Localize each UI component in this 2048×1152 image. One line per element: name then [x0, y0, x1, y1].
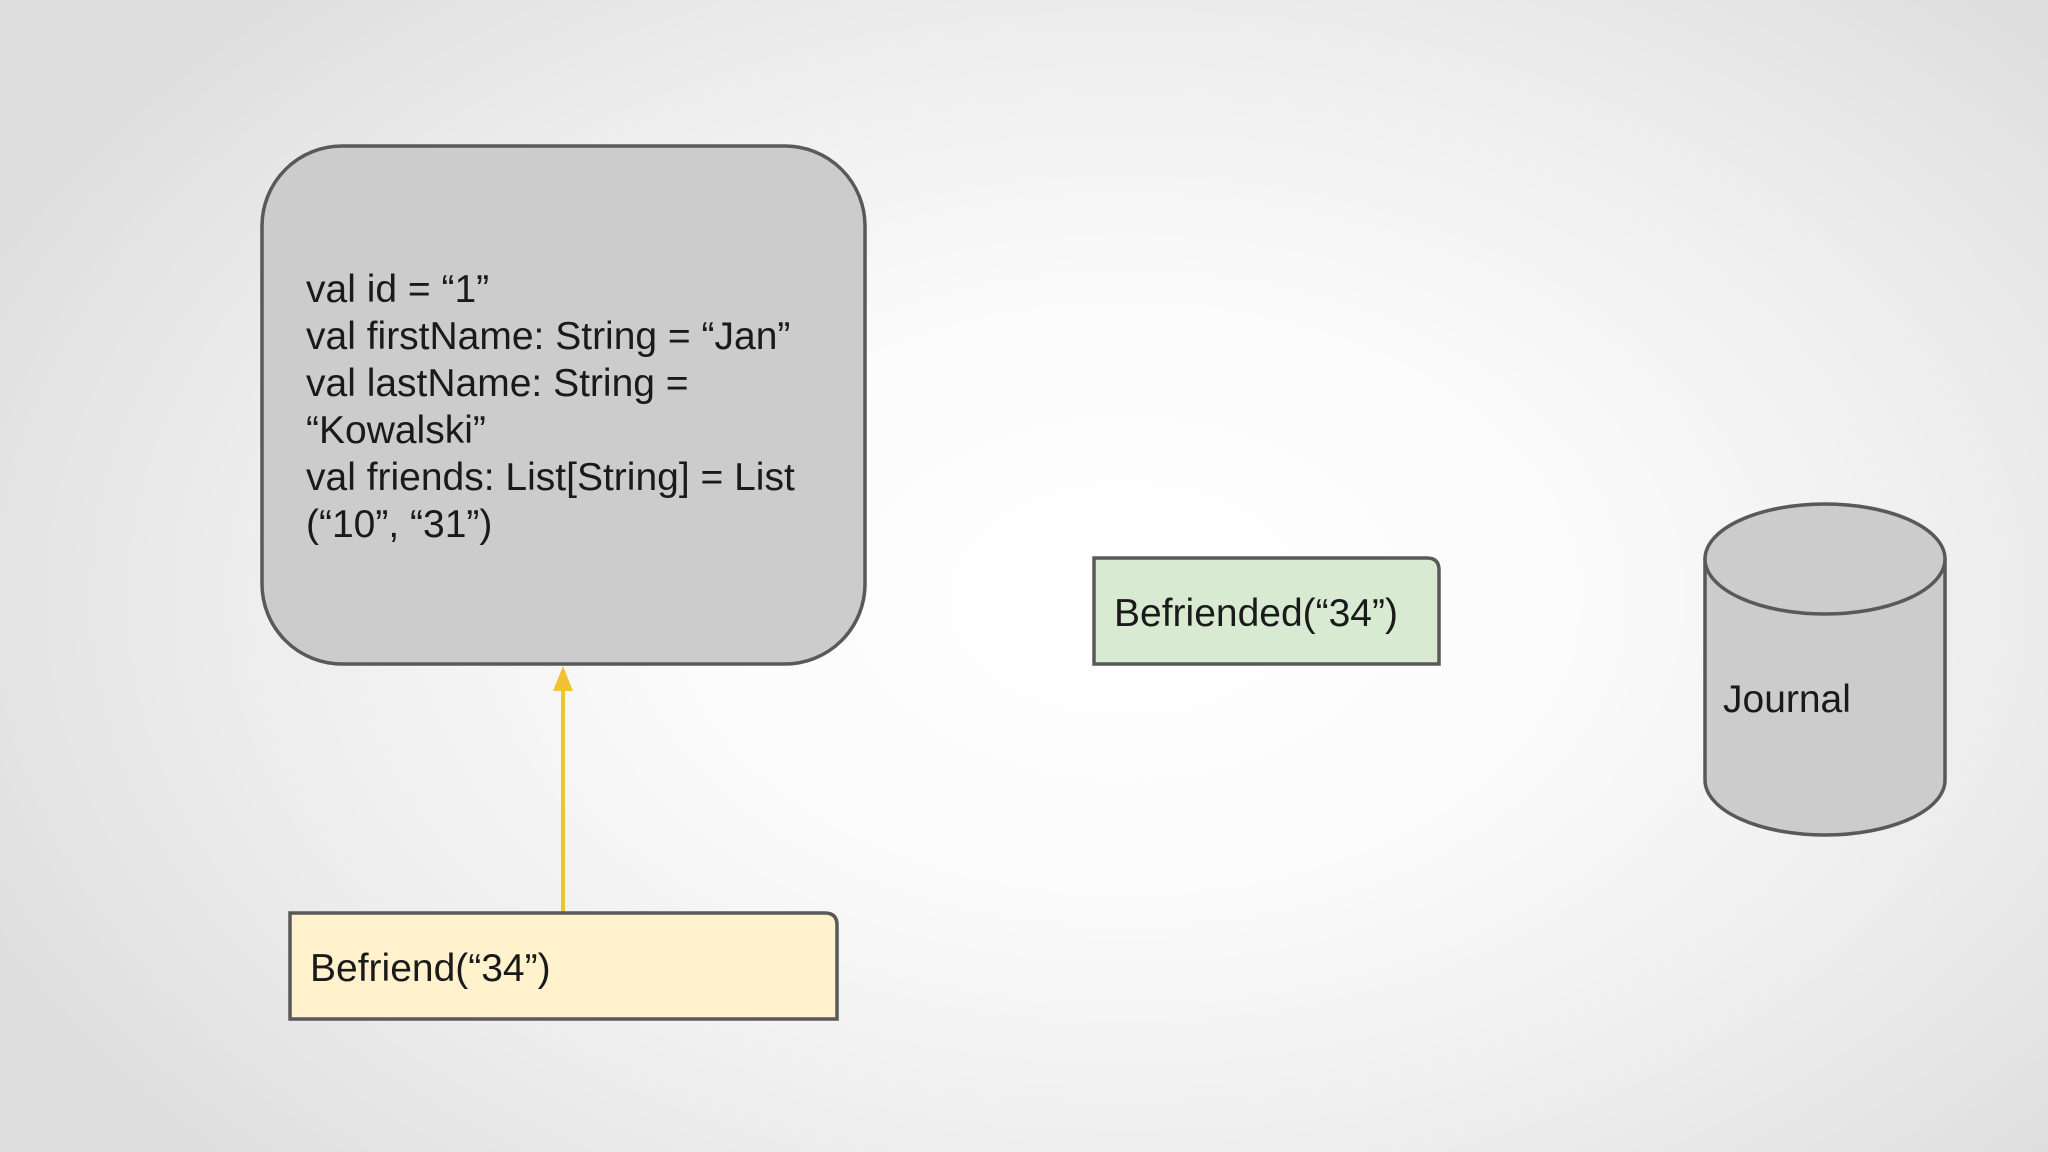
journal-label: Journal	[1723, 678, 1851, 721]
state-line-friends: val friends: List[String] = List	[306, 456, 795, 499]
state-line-firstname: val firstName: String = “Jan”	[306, 315, 790, 358]
command-box	[288, 911, 839, 1021]
actor-state-node: val id = “1” val firstName: String = “Ja…	[260, 144, 867, 666]
event-box	[1092, 556, 1441, 666]
state-line-friends-value: (“10”, “31”)	[306, 503, 492, 546]
journal-cylinder-top	[1703, 502, 1947, 616]
command-label: Befriend(“34”)	[310, 947, 551, 990]
journal-node: Journal	[1703, 502, 1947, 837]
event-node: Befriended(“34”)	[1092, 556, 1441, 666]
event-label: Befriended(“34”)	[1114, 592, 1398, 635]
command-node: Befriend(“34”)	[288, 911, 839, 1021]
arrow-head	[553, 666, 573, 691]
state-line-lastname: val lastName: String =	[306, 362, 689, 405]
state-text-block: val id = “1” val firstName: String = “Ja…	[306, 268, 806, 546]
state-line-lastname-value: “Kowalski”	[306, 409, 486, 452]
actor-state-box	[260, 144, 867, 666]
command-arrow	[553, 666, 573, 912]
journal-cylinder-body	[1703, 559, 1947, 837]
state-line-id: val id = “1”	[306, 268, 489, 311]
